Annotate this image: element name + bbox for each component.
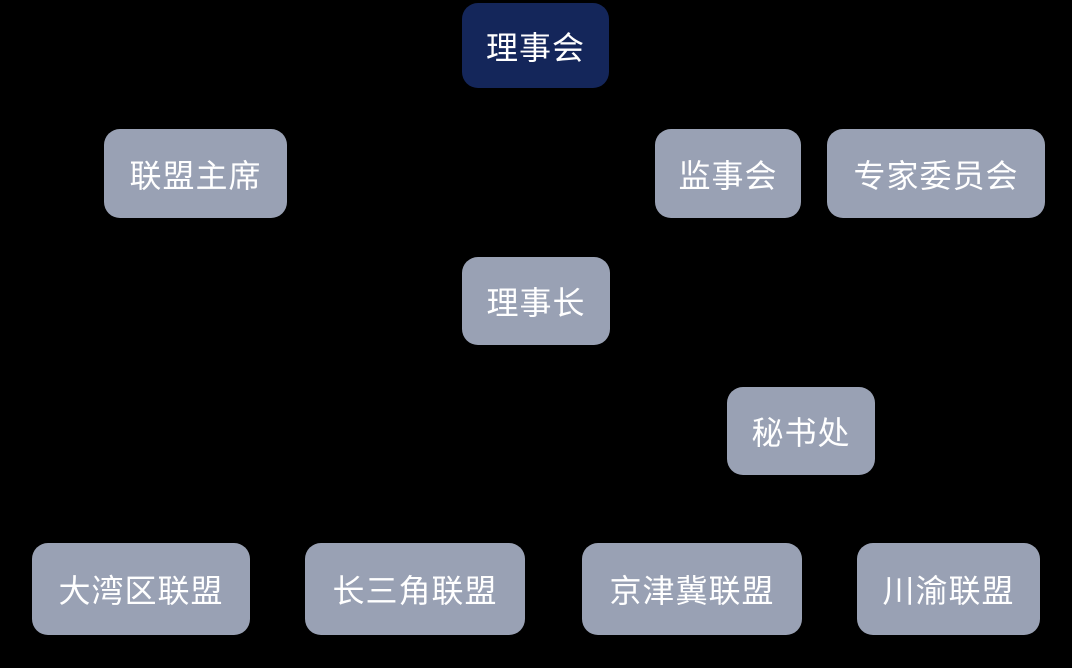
node-board-of-directors: 理事会: [462, 3, 609, 88]
node-alliance-chairman: 联盟主席: [104, 129, 287, 218]
node-sichuan-chongqing-alliance: 川渝联盟: [857, 543, 1040, 635]
node-secretariat: 秘书处: [727, 387, 875, 475]
node-expert-committee: 专家委员会: [827, 129, 1045, 218]
node-greater-bay-area-alliance: 大湾区联盟: [32, 543, 250, 635]
node-yangtze-river-delta-alliance: 长三角联盟: [305, 543, 525, 635]
node-beijing-tianjin-hebei-alliance: 京津冀联盟: [582, 543, 802, 635]
node-council-president: 理事长: [462, 257, 610, 345]
node-supervisory-board: 监事会: [655, 129, 801, 218]
